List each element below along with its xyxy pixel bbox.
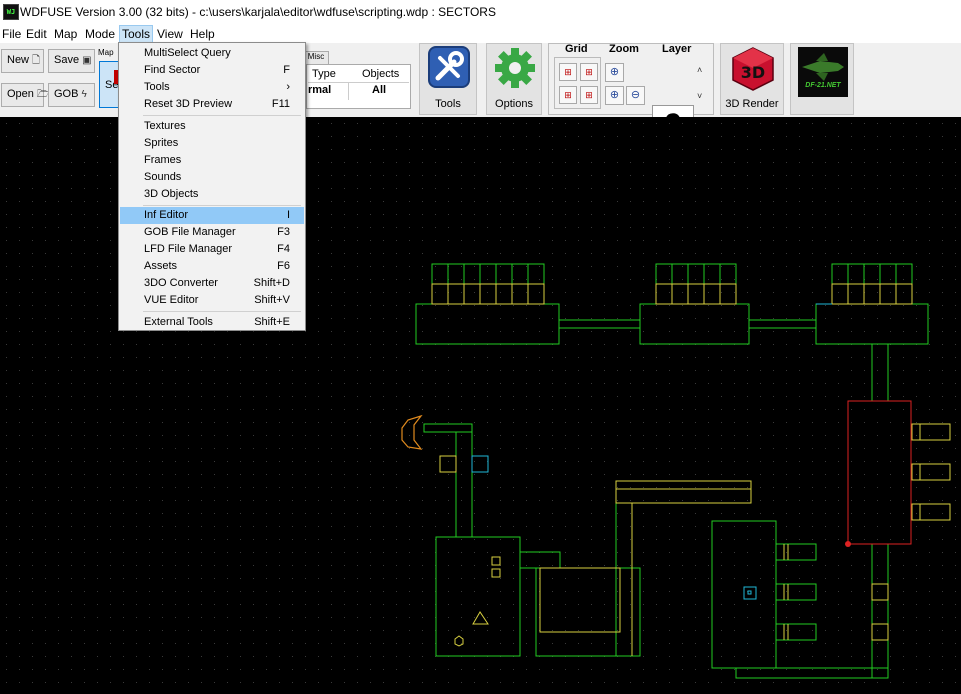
- zoom-out-button[interactable]: ⊖: [626, 86, 645, 105]
- save-disk-icon: ▣: [82, 55, 92, 66]
- adjoin-lines: [431, 283, 951, 656]
- gob-button-label: GOB: [54, 88, 79, 100]
- tools-button-label: Tools: [435, 98, 461, 110]
- type-header: Type: [312, 68, 336, 80]
- select-mode-button[interactable]: Se: [99, 61, 119, 108]
- type-value[interactable]: rmal: [308, 84, 332, 96]
- grid-label: Grid: [565, 43, 588, 55]
- menu-help[interactable]: Help: [190, 27, 215, 41]
- grid-decrease-button[interactable]: ⊞: [559, 63, 577, 81]
- type-objects-table: Type Objects rmal All: [306, 64, 411, 109]
- grid-icon: ⊞: [564, 90, 572, 100]
- objects-value[interactable]: All: [372, 84, 387, 96]
- df21-link-button[interactable]: DF-21.NET: [790, 43, 854, 115]
- df21-logo-icon: DF-21.NET: [798, 47, 848, 97]
- save-button-label: Save: [54, 54, 80, 66]
- app-icon: WJ: [3, 4, 19, 20]
- title-bar: WJ WDFUSE Version 3.00 (32 bits) - c:\us…: [0, 0, 961, 24]
- new-file-icon: 🗋: [32, 55, 41, 66]
- open-folder-icon: 🗁: [36, 89, 50, 100]
- render-3d-icon: 3D: [732, 47, 774, 91]
- menu-map[interactable]: Map: [54, 27, 78, 41]
- tools-button[interactable]: Tools: [419, 43, 477, 115]
- tab-map[interactable]: Map: [98, 48, 118, 57]
- zoom-plus-button[interactable]: ⊕: [605, 86, 624, 105]
- menu-item-tools-submenu[interactable]: Tools›: [120, 79, 304, 96]
- options-button-label: Options: [495, 98, 533, 110]
- selected-sector[interactable]: [845, 400, 912, 547]
- spin-down-icon[interactable]: ˅: [697, 91, 703, 101]
- new-button-label: New: [7, 54, 30, 66]
- grid-snap-button[interactable]: ⊞: [580, 86, 598, 104]
- zoom-in-icon: ⊕: [609, 89, 620, 101]
- menu-separator: [143, 115, 301, 116]
- options-button[interactable]: Options: [486, 43, 542, 115]
- menu-item-3d-objects[interactable]: 3D Objects: [144, 188, 199, 200]
- menu-tools[interactable]: Tools: [119, 25, 154, 43]
- gob-lightning-icon: ϟ: [81, 89, 87, 100]
- menu-edit[interactable]: Edit: [26, 27, 47, 41]
- menu-file[interactable]: File: [2, 27, 22, 41]
- selected-vertex[interactable]: [845, 541, 851, 547]
- menu-separator: [143, 311, 301, 312]
- menu-view[interactable]: View: [157, 27, 183, 41]
- tools-wrench-icon: [428, 46, 470, 88]
- render-3d-button[interactable]: 3D 3D Render: [720, 43, 784, 115]
- open-button-label: Open: [7, 88, 34, 100]
- sector-corridors-top[interactable]: [558, 319, 889, 402]
- menu-bar: File Edit Map Mode Tools View Help: [0, 24, 961, 43]
- df21-logo-text: DF-21.NET: [805, 82, 841, 89]
- secondary-lines: [471, 303, 832, 600]
- menu-item-sounds[interactable]: Sounds: [144, 171, 182, 183]
- menu-item-frames[interactable]: Frames: [144, 154, 182, 166]
- menu-mode[interactable]: Mode: [85, 27, 116, 41]
- grid-toggle-button[interactable]: ⊞: [559, 86, 577, 104]
- select-mode-icon: [114, 70, 120, 84]
- grid-increase-button[interactable]: ⊞: [580, 63, 598, 81]
- window-title: WDFUSE Version 3.00 (32 bits) - c:\users…: [20, 5, 496, 19]
- tab-misc-label: Misc: [307, 52, 325, 61]
- svg-text:3D: 3D: [741, 63, 765, 82]
- menu-item-sprites[interactable]: Sprites: [144, 137, 179, 149]
- spin-up-icon[interactable]: ˄: [697, 65, 703, 75]
- zoom-in-icon: ⊕: [609, 66, 620, 78]
- zoom-label: Zoom: [609, 43, 639, 55]
- save-button[interactable]: Save▣: [48, 49, 95, 73]
- grid-icon: ⊞: [564, 67, 572, 77]
- options-gear-icon: [495, 48, 535, 88]
- objects-header: Objects: [362, 68, 400, 80]
- menu-separator: [143, 205, 301, 206]
- tab-misc[interactable]: Misc: [303, 51, 329, 65]
- tab-map-label: Map: [98, 48, 114, 57]
- menu-item-textures[interactable]: Textures: [144, 120, 186, 132]
- zoom-in-button[interactable]: ⊕: [605, 63, 624, 82]
- menu-item-multiselect-query[interactable]: MultiSelect Query: [144, 47, 231, 59]
- player-start-object[interactable]: [401, 414, 423, 450]
- zoom-out-icon: ⊖: [630, 89, 641, 101]
- new-button[interactable]: New🗋: [1, 49, 44, 73]
- render-3d-label: 3D Render: [725, 98, 779, 110]
- layer-label: Layer: [662, 43, 692, 55]
- submenu-arrow-icon: ›: [286, 81, 290, 93]
- grid-icon: ⊞: [585, 90, 593, 100]
- open-button[interactable]: Open🗁: [1, 83, 49, 107]
- grid-icon: ⊞: [585, 67, 593, 77]
